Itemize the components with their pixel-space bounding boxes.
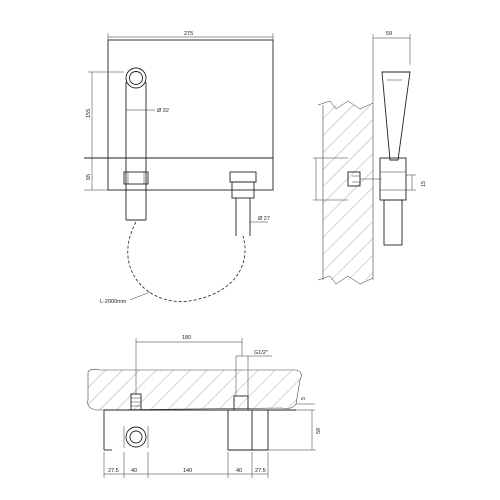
spacing-label: 180 xyxy=(182,335,191,341)
hose-path xyxy=(127,221,246,302)
bottom-plate-tab xyxy=(227,409,253,451)
side-offset-label: 15 xyxy=(421,181,427,187)
wall-plate-outline xyxy=(107,39,274,191)
protrusion-label: 59 xyxy=(316,428,322,434)
hose-leader xyxy=(129,291,151,301)
side-wall-hatch xyxy=(323,105,373,280)
bottom-dim-2: 40 xyxy=(131,468,137,474)
small-offset-label: 5 xyxy=(301,397,307,400)
bottom-view: 180 G1/2" 5 59 xyxy=(87,335,322,478)
holder-diameter-label: Ø 32 xyxy=(157,108,169,114)
front-view: 275 155 65 Ø 32 Ø 27 L-2000mm xyxy=(84,31,274,305)
hand-shower-head-inner xyxy=(129,71,143,85)
bottom-shower-circle xyxy=(125,426,147,448)
thread-label: G1/2" xyxy=(254,350,268,356)
side-view: 59 15 xyxy=(313,31,427,285)
side-bracket xyxy=(379,157,407,201)
bottom-dim-5: 27.5 xyxy=(255,468,266,474)
bottom-dim-3: 140 xyxy=(183,468,192,474)
bottom-wall-hatch xyxy=(87,369,302,411)
height-upper-label: 155 xyxy=(86,109,92,118)
side-hand-shower xyxy=(381,71,411,161)
outlet-cap xyxy=(229,171,257,183)
bottom-dim-4: 40 xyxy=(236,468,242,474)
holder-bracket xyxy=(123,171,149,185)
outlet-body xyxy=(231,181,255,199)
height-lower-label: 65 xyxy=(86,174,92,180)
side-depth-label: 59 xyxy=(386,31,392,37)
bottom-shower-inner xyxy=(129,430,143,444)
bottom-dim-1: 27.5 xyxy=(108,468,119,474)
side-handle-lower xyxy=(383,199,403,246)
hose-length-label: L-2000mm xyxy=(100,299,127,305)
hand-shower-head xyxy=(125,67,147,89)
outlet-diameter-label: Ø 27 xyxy=(258,216,270,222)
width-dim-label: 275 xyxy=(184,31,193,37)
